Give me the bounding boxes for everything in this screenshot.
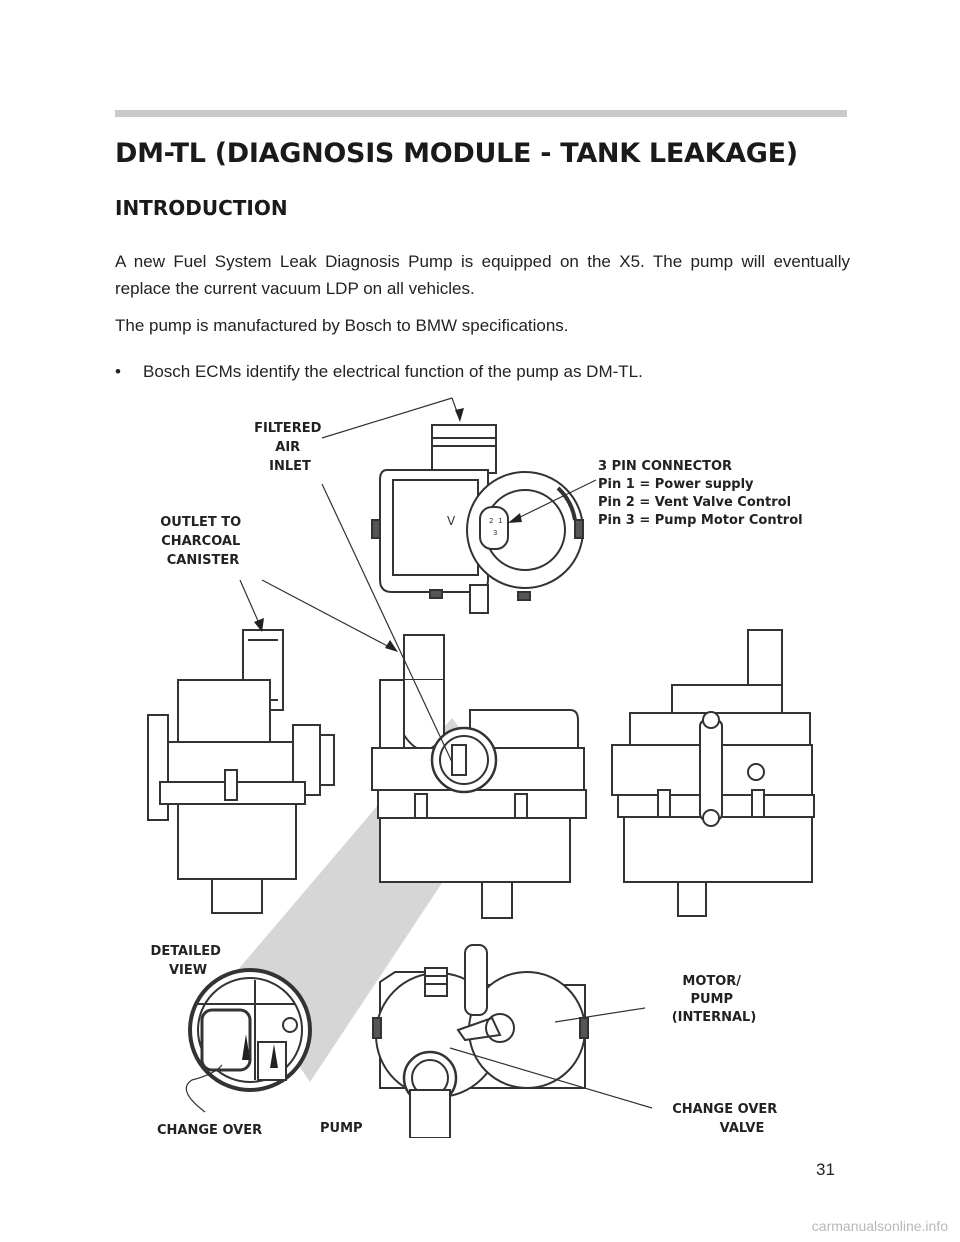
connector-pin-1: 1 <box>498 517 502 525</box>
right-side-view-drawing <box>611 629 815 917</box>
filtered-air-inlet-label: FILTERED AIR INLET <box>254 421 326 474</box>
change-over-label: CHANGE OVER <box>157 1123 262 1138</box>
watermark: carmanualsonline.info <box>811 1218 948 1234</box>
connector-pin-3: 3 <box>493 529 497 537</box>
center-front-view-drawing <box>371 634 587 919</box>
connector-pin-2: 2 <box>489 517 493 525</box>
three-pin-connector-label: 3 PIN CONNECTOR Pin 1 = Power supply Pin… <box>598 459 803 528</box>
cutaway-drawing <box>372 944 589 1138</box>
arrowheads <box>254 408 522 652</box>
detailed-view-label: DETAILED VIEW <box>151 944 226 978</box>
manufacturer-paragraph: The pump is manufactured by Bosch to BMW… <box>115 316 569 335</box>
intro-paragraph: A new Fuel System Leak Diagnosis Pump is… <box>115 252 850 298</box>
pump-air-inlet-label: PUMP <box>320 1121 363 1136</box>
page-number: 31 <box>816 1160 835 1179</box>
view-mark: V <box>447 514 456 528</box>
top-view-drawing: 2 1 3 V <box>371 424 584 614</box>
leader-lines <box>185 397 653 1113</box>
pump-diagram: 2 1 3 V <box>147 397 815 1138</box>
left-side-view-drawing <box>147 629 335 914</box>
bullet-item: • Bosch ECMs identify the electrical func… <box>115 358 643 385</box>
motor-pump-internal-label: MOTOR/ PUMP (INTERNAL) <box>672 974 757 1025</box>
bullet-symbol: • <box>115 362 121 381</box>
detailed-view-drawing <box>188 968 312 1092</box>
change-over-valve-label: CHANGE OVER VALVE <box>672 1102 782 1136</box>
section-heading: INTRODUCTION <box>115 196 288 220</box>
outlet-to-charcoal-canister-label: OUTLET TO CHARCOAL CANISTER <box>160 515 245 568</box>
top-rule <box>115 110 847 117</box>
page-title: DM-TL (DIAGNOSIS MODULE - TANK LEAKAGE) <box>115 138 798 169</box>
bullet-text: Bosch ECMs identify the electrical funct… <box>143 362 643 381</box>
